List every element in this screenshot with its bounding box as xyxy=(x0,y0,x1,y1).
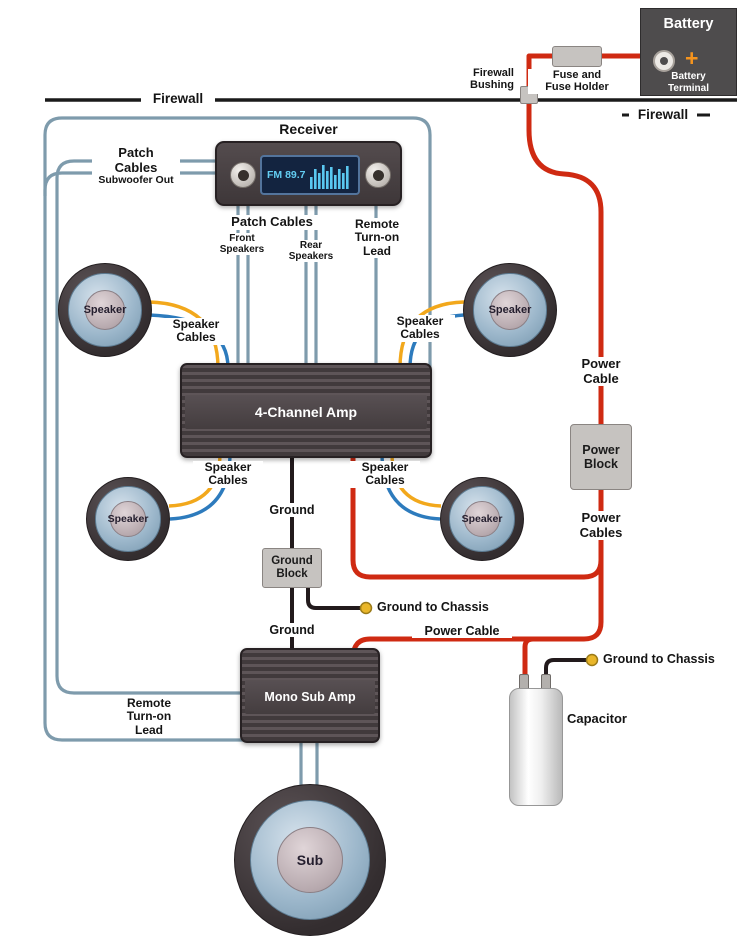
front-speakers-label: Front Speakers xyxy=(218,233,266,256)
speaker-front-right: Speaker xyxy=(463,263,557,357)
ground-block-box: Ground Block xyxy=(262,548,322,588)
speaker-cone: Speaker xyxy=(473,273,547,347)
power-cable-wire xyxy=(526,53,660,430)
ground-to-chassis-label-1: Ground to Chassis xyxy=(377,600,527,614)
ground-label-2: Ground xyxy=(263,623,321,637)
ground-to-chassis-wire xyxy=(306,585,360,610)
firewall-label-right: Firewall xyxy=(629,107,697,123)
subwoofer-patch-cable-wire xyxy=(55,159,244,695)
receiver-unit: FM 89.7 xyxy=(215,141,402,206)
speaker-label: Speaker xyxy=(108,501,148,537)
rear-speakers-label: Rear Speakers xyxy=(285,240,337,263)
speaker-cone: Speaker xyxy=(449,486,515,552)
volume-knob-left-icon xyxy=(230,162,256,188)
plus-sign: + xyxy=(685,45,699,71)
fuse-holder-box xyxy=(552,46,602,67)
ground-to-chassis-label-2: Ground to Chassis xyxy=(603,652,750,666)
mono-sub-amp: Mono Sub Amp xyxy=(240,648,380,743)
fuse-holder-label: Fuse and Fuse Holder xyxy=(528,69,626,94)
speaker-rear-left: Speaker xyxy=(86,477,170,561)
speaker-cone: Speaker xyxy=(68,273,142,347)
power-to-sub-amp-wire xyxy=(350,560,604,659)
spectrum-bars-icon xyxy=(309,165,349,189)
firewall-bushing-label: Firewall Bushing xyxy=(470,67,514,92)
battery-terminal-icon xyxy=(653,50,675,72)
four-channel-amp-label: 4-Channel Amp xyxy=(185,395,427,429)
power-to-capacitor-wire xyxy=(522,636,540,684)
subwoofer: Sub xyxy=(234,784,386,936)
tuner-knob-right-icon xyxy=(365,162,391,188)
speaker-label: Speaker xyxy=(84,289,126,331)
power-cables-label: Power Cables xyxy=(571,510,631,541)
power-block-box: Power Block xyxy=(570,424,632,490)
speaker-label: Speaker xyxy=(489,289,531,331)
patch-cables-subout-label: Patch Cables Subwoofer Out xyxy=(92,145,180,187)
speaker-rear-right: Speaker xyxy=(440,477,524,561)
speaker-front-left: Speaker xyxy=(58,263,152,357)
patch-cables-label: Patch Cables xyxy=(222,214,322,230)
remote-turnon-label-top: Remote Turn-on Lead xyxy=(347,217,407,259)
radio-display: FM 89.7 xyxy=(260,155,360,195)
capacitor-ground-wire xyxy=(544,658,586,682)
speaker-label: Speaker xyxy=(462,501,502,537)
speaker-cone: Speaker xyxy=(95,486,161,552)
receiver-title: Receiver xyxy=(279,121,338,137)
power-cable-label-mid: Power Cable xyxy=(412,624,512,638)
mono-sub-amp-label: Mono Sub Amp xyxy=(245,680,375,714)
battery-terminal-label: Battery Terminal xyxy=(668,71,709,94)
remote-turnon-loop-wire xyxy=(43,116,432,368)
remote-turnon-label-left: Remote Turn-on Lead xyxy=(115,696,183,738)
ground-label-1: Ground xyxy=(263,503,321,517)
chassis-connector-icon-1 xyxy=(359,601,373,615)
capacitor-body xyxy=(509,688,563,806)
subwoofer-label: Sub xyxy=(276,826,344,894)
radio-frequency: FM 89.7 xyxy=(267,169,306,181)
subwoofer-cone: Sub xyxy=(250,800,370,920)
chassis-connector-icon-2 xyxy=(585,653,599,667)
firewall-label-left: Firewall xyxy=(141,91,215,107)
power-cable-label-right: Power Cable xyxy=(571,356,631,387)
battery-box: Battery + Battery Terminal xyxy=(640,8,737,96)
capacitor-label: Capacitor xyxy=(567,711,627,726)
remote-turnon-lead-left-wire xyxy=(43,171,244,742)
four-channel-amp: 4-Channel Amp xyxy=(180,363,432,458)
battery-title: Battery xyxy=(663,16,714,32)
